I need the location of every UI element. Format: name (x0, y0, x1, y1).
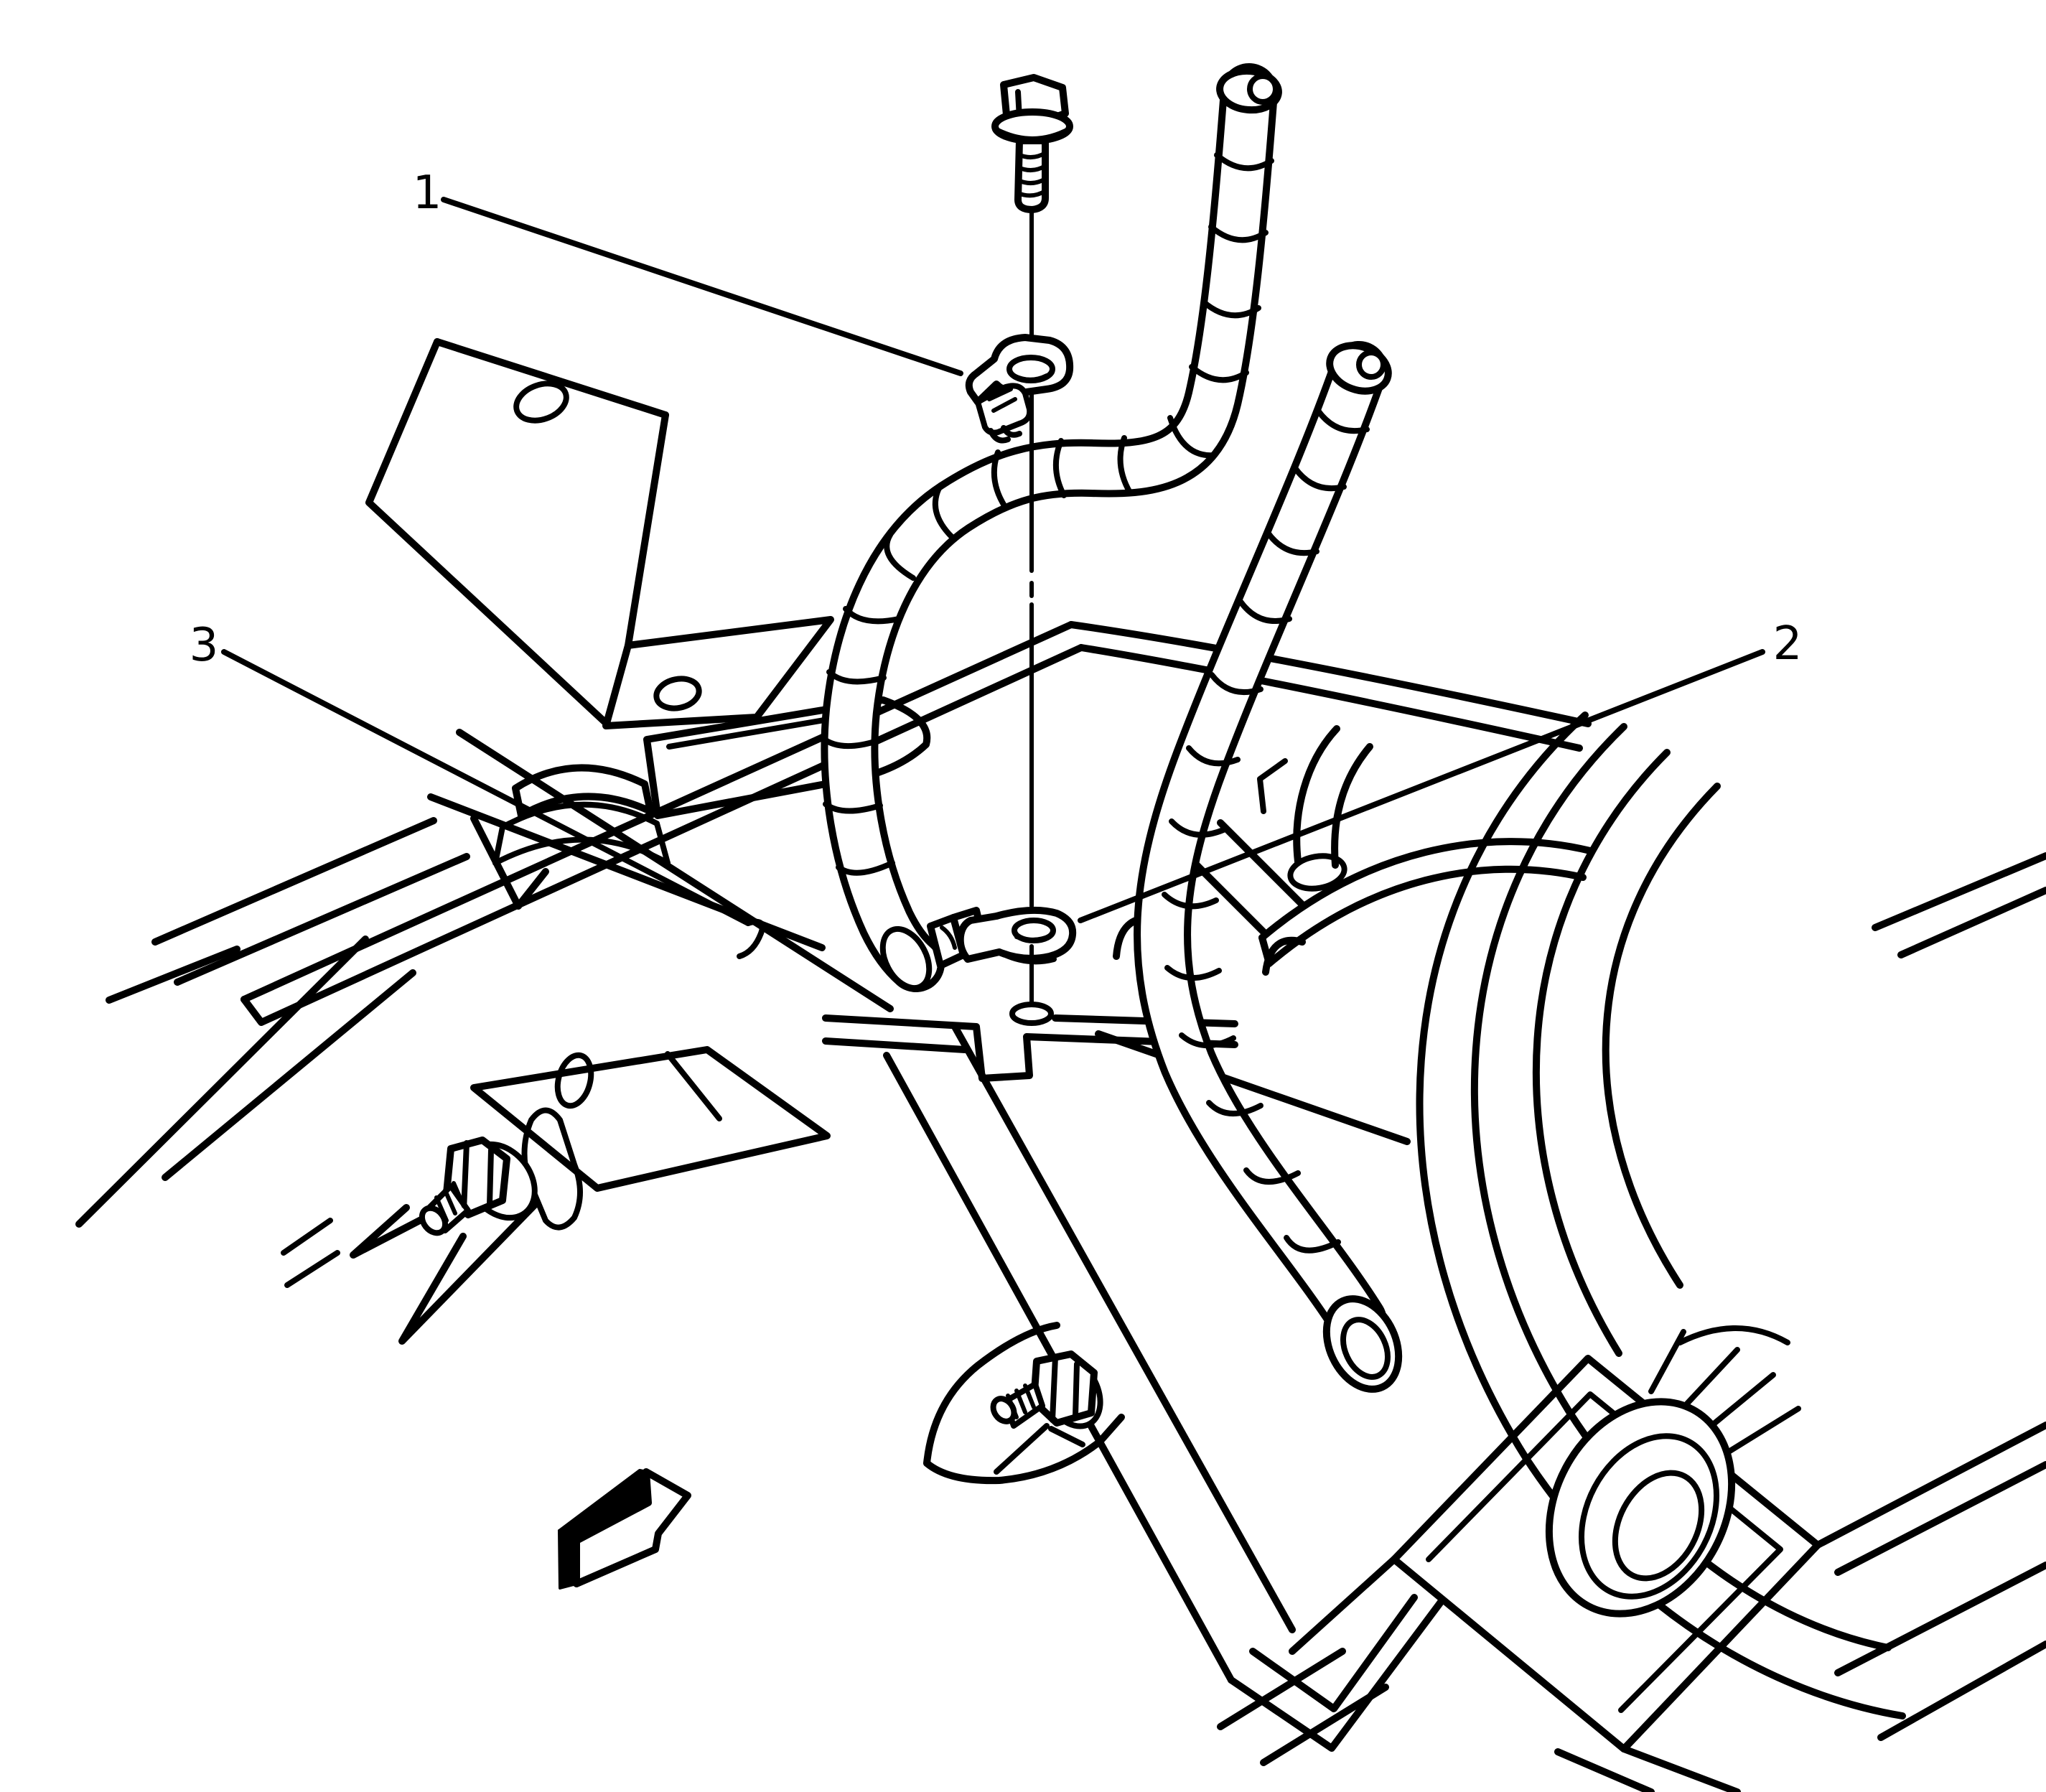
callout-2: 2 (1078, 617, 1803, 923)
callout-1-label: 1 (413, 167, 442, 220)
callout-3-label: 3 (190, 619, 219, 672)
leader-line-3-hook (737, 918, 765, 959)
ground-cable-conduit (820, 63, 1282, 992)
callout-3: 3 (190, 619, 765, 959)
callout-2-label: 2 (1773, 617, 1803, 671)
wiring-conduit-right (1134, 341, 1403, 1393)
callout-1: 1 (413, 167, 963, 376)
frame-structure (75, 338, 2046, 1752)
direction-arrow-icon (558, 1468, 691, 1590)
left-stud-and-nut (419, 1137, 538, 1236)
leader-line-2 (1078, 649, 1765, 923)
leader-line-1 (441, 197, 963, 376)
attachment-bolt (991, 74, 1073, 213)
retainer-clip (965, 334, 1074, 444)
center-stud-and-nut (990, 1350, 1103, 1429)
leader-line-3 (221, 649, 751, 926)
axle-boot-assembly (1217, 1325, 2046, 1792)
ring-terminal (927, 906, 1077, 969)
